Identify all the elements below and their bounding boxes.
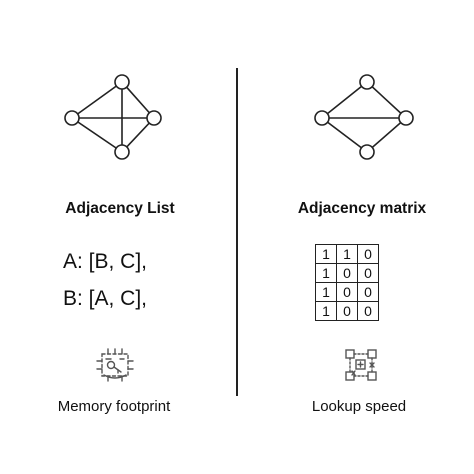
graph-node [359, 74, 375, 90]
memory-chip-icon [96, 348, 134, 382]
lookup-network-icon [345, 349, 377, 381]
adjacency-matrix-table: 1 1 0 1 0 0 1 0 0 1 0 0 [315, 244, 379, 321]
graph-node [398, 110, 414, 126]
graph-node [114, 144, 130, 160]
graph-node [359, 144, 375, 160]
matrix-cell: 0 [357, 282, 379, 302]
edge [121, 81, 155, 119]
matrix-cell: 1 [315, 282, 337, 302]
matrix-row: 1 1 0 [315, 244, 379, 264]
list-line-b: B: [A, C], [63, 287, 148, 310]
edge [321, 117, 368, 153]
matrix-row: 1 0 0 [315, 301, 379, 321]
edge [71, 81, 123, 119]
panel-divider [236, 68, 238, 396]
right-heading: Adjacency matrix [297, 200, 427, 217]
right-graph-diagram [314, 74, 414, 160]
matrix-cell: 1 [315, 263, 337, 283]
edge [321, 81, 368, 119]
matrix-cell: 0 [336, 263, 358, 283]
matrix-cell: 0 [357, 301, 379, 321]
list-line-a: A: [B, C], [63, 250, 148, 273]
left-graph-diagram [64, 74, 162, 160]
matrix-cell: 0 [357, 263, 379, 283]
matrix-cell: 1 [336, 244, 358, 264]
left-caption: Memory footprint [57, 398, 171, 415]
matrix-cell: 1 [315, 301, 337, 321]
edge [366, 117, 407, 153]
matrix-cell: 0 [336, 282, 358, 302]
graph-node [114, 74, 130, 90]
matrix-cell: 0 [357, 244, 379, 264]
edge [71, 117, 123, 153]
graph-node [146, 110, 162, 126]
graph-node [314, 110, 330, 126]
matrix-row: 1 0 0 [315, 282, 379, 302]
right-caption: Lookup speed [311, 398, 407, 415]
matrix-cell: 1 [315, 244, 337, 264]
edge [366, 81, 407, 119]
left-heading: Adjacency List [65, 200, 175, 217]
graph-node [64, 110, 80, 126]
matrix-cell: 0 [336, 301, 358, 321]
matrix-row: 1 0 0 [315, 263, 379, 283]
